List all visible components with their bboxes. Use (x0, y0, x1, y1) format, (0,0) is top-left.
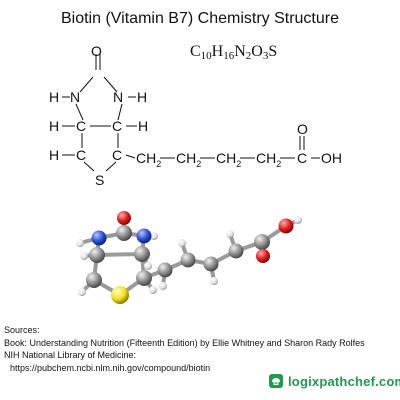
carbon-atom-ball (254, 234, 270, 250)
carbon-atom-ball (116, 225, 132, 241)
hydrogen-atom-ball (150, 232, 158, 240)
carbon-atom-ball (86, 272, 102, 288)
page-title: Biotin (Vitamin B7) Chemistry Structure (60, 10, 339, 27)
carbon-atom-ball (180, 252, 196, 268)
atom-oxygen: O (297, 121, 308, 137)
ball-stick-model (76, 211, 302, 304)
carbon-atom-ball (203, 256, 219, 272)
nitrogen-atom-ball (91, 230, 107, 246)
atom-hydrogen: H (49, 147, 59, 163)
molecular-formula: C10H16N2O3S (190, 43, 278, 62)
structural-atom-labels: O H N N H H C C H H C C S CH2 CH2 CH2 CH… (49, 43, 342, 188)
oxygen-atom-ball (278, 218, 294, 234)
brand-name: logixpathchef.com (288, 373, 400, 389)
sulfur-atom-ball (111, 286, 129, 304)
sources-block: Sources: Book: Understanding Nutrition (… (4, 324, 365, 374)
structural-bonds (62, 54, 320, 172)
source-book: Book: Understanding Nutrition (Fifteenth… (4, 337, 365, 348)
atom-sulfur: S (95, 172, 104, 188)
group-hydroxyl: OH (321, 150, 342, 166)
brand-logo: logixpathchef.com (268, 373, 400, 389)
hydrogen-atom-ball (76, 239, 84, 247)
hydrogen-atom-ball (80, 252, 88, 260)
atom-carbon: C (76, 118, 86, 134)
nitrogen-atom-ball (136, 228, 152, 244)
hydrogen-atom-ball (78, 288, 86, 296)
atom-carbon: C (76, 147, 86, 163)
oxygen-atom-ball (256, 249, 270, 263)
hydrogen-atom-ball (226, 230, 234, 238)
source-url: https://pubchem.ncbi.nlm.nih.gov/compoun… (10, 362, 211, 373)
atom-hydrogen: H (49, 89, 59, 105)
hydrogen-atom-ball (210, 277, 218, 285)
carbon-atom-ball (134, 246, 150, 262)
model-atoms (76, 211, 302, 304)
group-ch2: CH2 (176, 150, 201, 169)
atom-hydrogen: H (138, 118, 148, 134)
atom-carbon: C (112, 147, 122, 163)
group-ch2: CH2 (136, 150, 161, 169)
sources-heading: Sources: (4, 325, 40, 335)
carbon-atom-ball (136, 270, 152, 286)
atom-hydrogen: H (137, 89, 147, 105)
group-ch2: CH2 (216, 150, 241, 169)
atom-carbon: C (112, 118, 122, 134)
atom-oxygen: O (91, 43, 102, 59)
atom-hydrogen: H (49, 118, 59, 134)
chef-logo-icon (269, 374, 283, 388)
atom-nitrogen: N (70, 89, 80, 105)
carbon-atom-ball (157, 262, 173, 278)
hydrogen-atom-ball (149, 286, 157, 294)
hydrogen-atom-ball (159, 282, 167, 290)
hydrogen-atom-ball (144, 262, 152, 270)
source-nih: NIH National Library of Medicine: (4, 350, 137, 360)
oxygen-atom-ball (117, 211, 131, 225)
carbon-atom-ball (228, 243, 244, 259)
carbon-atom-ball (89, 247, 105, 263)
hydrogen-atom-ball (178, 239, 186, 247)
group-ch2: CH2 (256, 150, 281, 169)
atom-nitrogen: N (113, 89, 123, 105)
atom-carbon: C (297, 150, 307, 166)
hydrogen-atom-ball (294, 216, 302, 224)
